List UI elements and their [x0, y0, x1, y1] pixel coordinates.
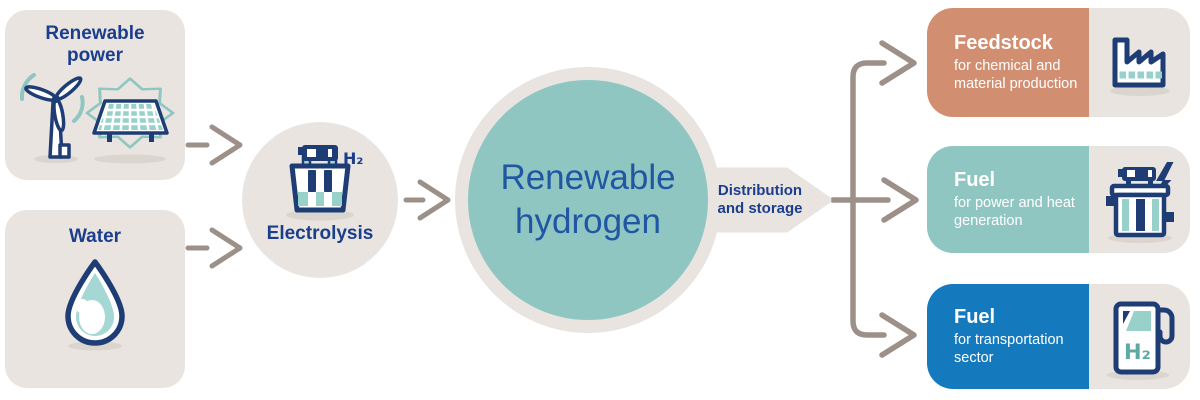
distribution-storage-label: Distribution and storage	[717, 181, 803, 217]
fuel-pump-icon: H₂	[1106, 301, 1174, 380]
hydrogen-circle: Renewable hydrogen	[468, 80, 708, 320]
water-title: Water	[68, 226, 122, 247]
arrowhead-fuel-transport	[879, 312, 917, 358]
hydrogen-title: Renewable hydrogen	[500, 157, 676, 241]
fuel-transport-icon-section: H₂	[1089, 284, 1190, 389]
water-drop-icon	[65, 259, 125, 351]
output-card-feedstock: Feedstock for chemical and material prod…	[927, 8, 1190, 117]
fuel-transport-subtitle: for transportation sector	[954, 331, 1064, 366]
feedstock-text-section: Feedstock for chemical and material prod…	[927, 8, 1089, 117]
h2-label: H₂	[343, 149, 363, 168]
generator-icon	[1105, 161, 1174, 243]
fuel-power-icon-section	[1089, 146, 1190, 253]
renewable-power-title: Renewable power	[45, 23, 145, 67]
feedstock-subtitle: for chemical and material production	[954, 57, 1078, 92]
factory-icon	[1109, 37, 1170, 96]
arrowhead-hydrogen	[417, 179, 451, 221]
fuel-power-title: Fuel	[954, 168, 996, 191]
pump-h2-label: H₂	[1124, 340, 1151, 364]
fuel-transport-text-section: Fuel for transportation sector	[927, 284, 1089, 389]
output-card-fuel-power: Fuel for power and heat generation	[927, 146, 1190, 253]
fuel-power-subtitle: for power and heat generation	[954, 194, 1075, 229]
arrowhead-fuel-power	[881, 177, 919, 223]
arrowhead-water	[209, 227, 243, 269]
input-card-water: Water	[5, 210, 185, 388]
arrowhead-feedstock	[879, 40, 917, 86]
feedstock-icon-section	[1089, 8, 1190, 117]
feedstock-title: Feedstock	[954, 31, 1053, 54]
electrolysis-label: Electrolysis	[266, 223, 374, 244]
branch-line	[850, 60, 887, 338]
input-card-renewable-power: Renewable power	[5, 10, 185, 180]
fuel-transport-title: Fuel	[954, 305, 996, 328]
wind-turbine-solar-panel-icon	[19, 72, 175, 164]
output-card-fuel-transport: Fuel for transportation sector H₂	[927, 284, 1190, 389]
arrowhead-power	[209, 124, 243, 166]
electrolysis-node: H₂ Electrolysis	[242, 122, 398, 278]
fuel-power-text-section: Fuel for power and heat generation	[927, 146, 1089, 253]
electrolyzer-icon: H₂	[286, 145, 363, 221]
